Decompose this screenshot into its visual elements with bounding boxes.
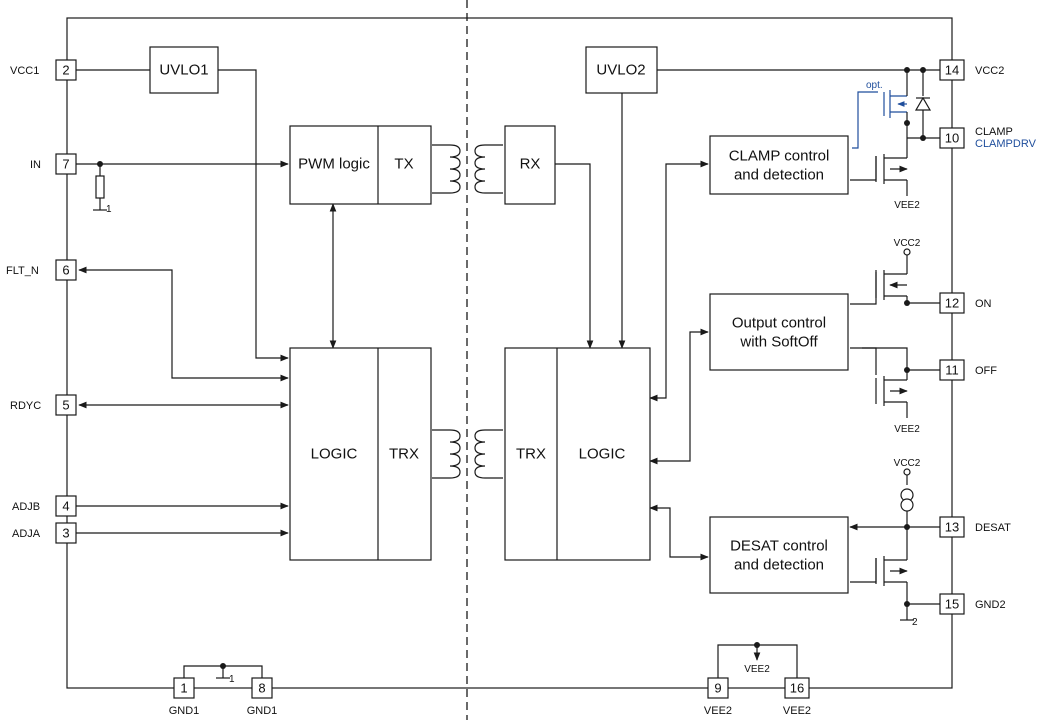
uvlo1-block: UVLO1	[149, 46, 219, 94]
pin-11: 11 OFF	[939, 359, 997, 381]
vee2-internal-label: VEE2	[744, 664, 770, 675]
right-logic-label: LOGIC	[579, 446, 626, 463]
output-line1: Output control	[732, 315, 826, 332]
pin-14: 14 VCC2	[939, 59, 1004, 81]
pin-1-number: 1	[180, 681, 187, 696]
transformer-trx	[432, 429, 503, 479]
chip-outline	[66, 17, 953, 689]
ground-2-label: 2	[912, 617, 918, 628]
pin-12-number: 12	[945, 296, 959, 311]
pin-13-label: DESAT	[975, 522, 1011, 534]
pwm-logic-label: PWM logic	[298, 156, 370, 173]
pin-6-number: 6	[62, 263, 69, 278]
pin-4: 4 ADJB	[12, 495, 77, 517]
right-logic-block: TRX LOGIC	[504, 347, 651, 561]
clamp-line2: and detection	[734, 167, 824, 184]
pin-8-label: GND1	[247, 705, 278, 717]
pin-3-label: ADJA	[12, 528, 41, 540]
pin-2-label: VCC1	[10, 65, 39, 77]
desat-line1: DESAT control	[730, 538, 828, 555]
pin-8-number: 8	[258, 681, 265, 696]
pin-3-number: 3	[62, 526, 69, 541]
desat-line2: and detection	[734, 557, 824, 574]
pin-5-label: RDYC	[10, 400, 41, 412]
pin-1: 1 GND1	[169, 677, 200, 717]
pin-15: 15 GND2	[939, 593, 1006, 615]
vee2-off-label: VEE2	[894, 424, 920, 435]
rx-block: RX	[504, 125, 556, 205]
uvlo1-label: UVLO1	[159, 62, 208, 79]
pin-10-number: 10	[945, 131, 959, 146]
pin-16-label: VEE2	[783, 705, 811, 717]
ground-1-label-gnd: 1	[229, 674, 235, 685]
output-line2: with SoftOff	[739, 334, 818, 351]
rx-label: RX	[520, 156, 541, 173]
pin-14-number: 14	[945, 63, 959, 78]
clamp-circuit	[850, 70, 940, 196]
clamp-line1: CLAMP control	[729, 148, 830, 165]
pin-1-label: GND1	[169, 705, 200, 717]
vcc2-output-label: VCC2	[894, 238, 921, 249]
ground-1-label-in: 1	[106, 204, 112, 215]
pin-4-label: ADJB	[12, 501, 40, 513]
pin-15-label: GND2	[975, 599, 1006, 611]
pin-2-number: 2	[62, 63, 69, 78]
pin-8: 8 GND1	[247, 677, 278, 717]
pin-2: 2 VCC1	[10, 59, 77, 81]
pin-9-number: 9	[714, 681, 721, 696]
pin-13: 13 DESAT	[939, 516, 1011, 538]
left-logic-label: LOGIC	[311, 446, 358, 463]
pin-14-label: VCC2	[975, 65, 1004, 77]
opt-label: opt.	[866, 80, 883, 91]
desat-control-block: DESAT control and detection	[709, 516, 849, 594]
clamp-control-block: CLAMP control and detection	[709, 135, 849, 195]
pin-15-number: 15	[945, 597, 959, 612]
pin-11-number: 11	[945, 363, 959, 378]
pin-10-label: CLAMP	[975, 126, 1013, 138]
right-trx-label: TRX	[516, 446, 546, 463]
pin-5: 5 RDYC	[10, 394, 77, 416]
pin-11-label: OFF	[975, 365, 997, 377]
pin-6-label: FLT_N	[6, 265, 39, 277]
vcc2-desat-label: VCC2	[894, 458, 921, 469]
desat-circuit	[849, 468, 940, 621]
pin-10: 10 CLAMP CLAMPDRV	[939, 126, 1037, 150]
pin-9-label: VEE2	[704, 705, 732, 717]
left-wires	[67, 69, 337, 680]
uvlo2-label: UVLO2	[596, 62, 645, 79]
pin-4-number: 4	[62, 499, 69, 514]
pin-5-number: 5	[62, 398, 69, 413]
pwm-logic-block: PWM logic TX	[289, 125, 432, 205]
tx-label: TX	[394, 156, 413, 173]
pin-3: 3 ADJA	[12, 522, 77, 544]
transformer-tx-rx	[432, 144, 503, 194]
pin-12: 12 ON	[939, 292, 992, 314]
pin-7: 7 IN	[30, 153, 77, 175]
pin-16-number: 16	[790, 681, 804, 696]
pin-12-label: ON	[975, 298, 992, 310]
output-control-block: Output control with SoftOff	[709, 293, 849, 371]
pin-9: 9 VEE2	[704, 677, 732, 717]
pin-13-number: 13	[945, 520, 959, 535]
pin-16: 16 VEE2	[783, 677, 811, 717]
vee2-clamp-label: VEE2	[894, 200, 920, 211]
uvlo2-block: UVLO2	[585, 46, 658, 94]
pin-7-number: 7	[62, 157, 69, 172]
right-wires	[555, 67, 940, 680]
output-circuit	[850, 248, 940, 418]
pin-6: 6 FLT_N	[6, 259, 77, 281]
left-trx-label: TRX	[389, 446, 419, 463]
pin-7-label: IN	[30, 159, 41, 171]
pin-10-label2: CLAMPDRV	[975, 138, 1037, 150]
left-logic-block: LOGIC TRX	[289, 347, 432, 561]
